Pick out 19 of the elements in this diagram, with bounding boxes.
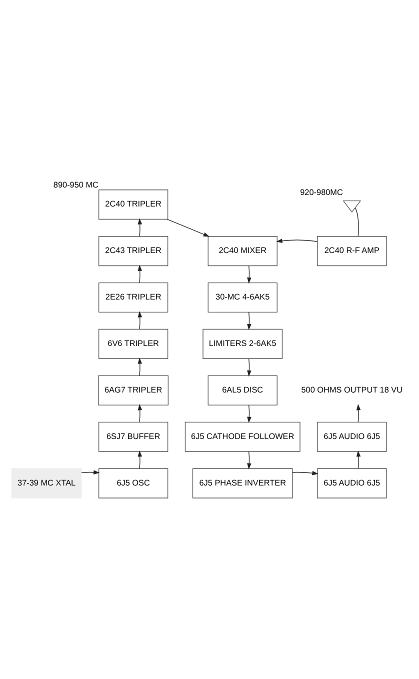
arrow (276, 238, 318, 243)
node-antenna (342, 200, 361, 213)
arrow (292, 470, 318, 476)
arrow (246, 358, 251, 377)
arrow (246, 312, 251, 330)
arrow (246, 265, 251, 284)
arrow (137, 404, 142, 422)
arrow (137, 264, 142, 283)
arrow (80, 470, 100, 474)
arrow (246, 451, 251, 470)
arrow (356, 450, 360, 469)
arrow (137, 358, 142, 376)
arrow (246, 404, 251, 424)
arrow (356, 404, 360, 422)
arrow (166, 218, 210, 237)
arrow (137, 218, 142, 237)
arrow (137, 450, 142, 469)
arrow (137, 311, 142, 330)
connector (354, 208, 358, 237)
